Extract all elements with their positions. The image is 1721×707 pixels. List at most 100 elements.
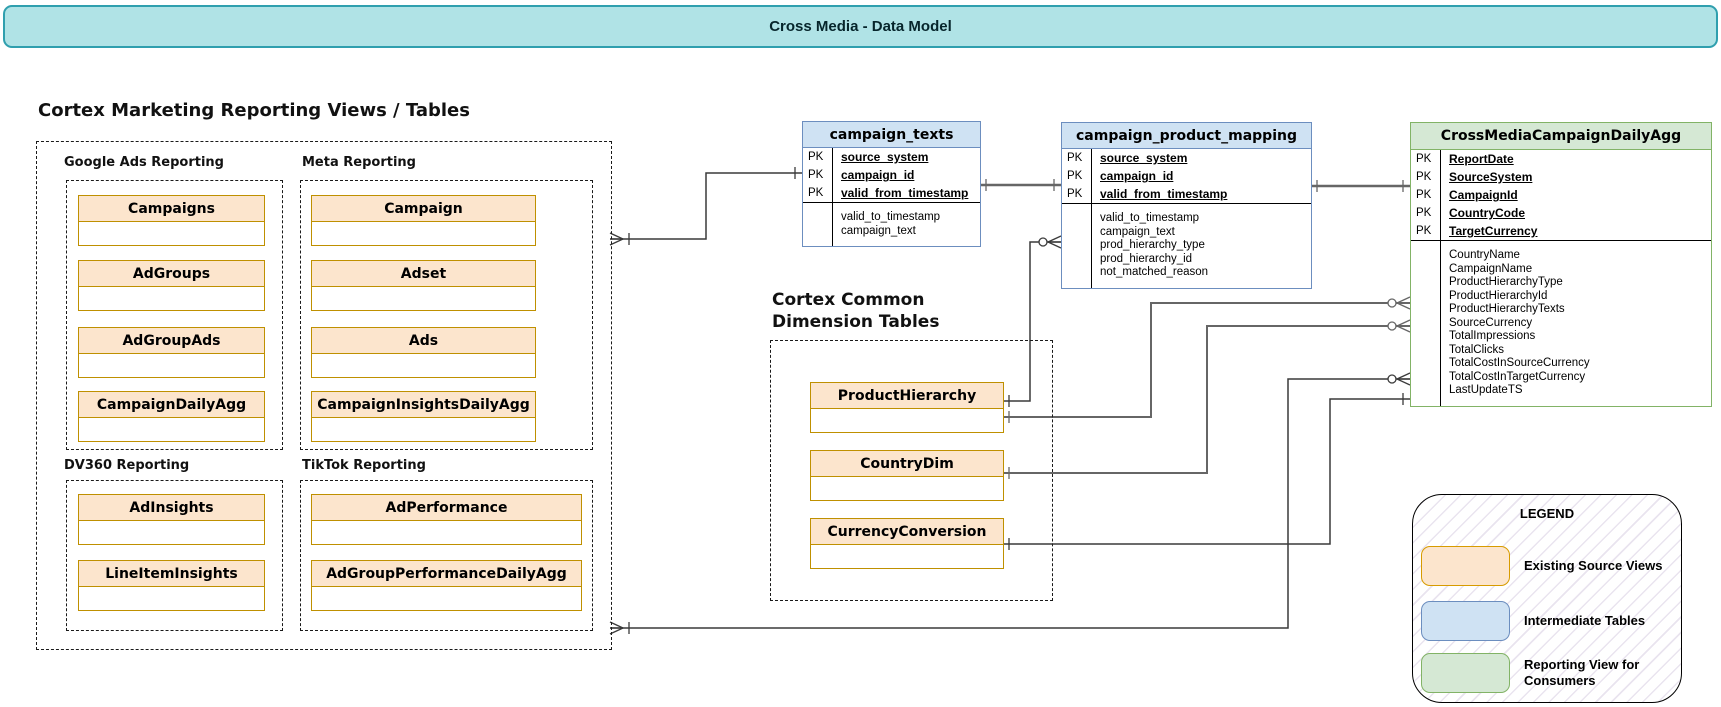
pk-label: PK — [808, 187, 824, 199]
entity-adgroups-body — [79, 287, 264, 310]
dv360-reporting-container — [66, 480, 283, 631]
pk-label: PK — [808, 169, 824, 181]
dimension-section-title: Cortex Common Dimension Tables — [772, 289, 939, 333]
field: LastUpdateTS — [1449, 384, 1523, 396]
field: valid_to_timestamp — [841, 211, 941, 223]
field: TotalImpressions — [1449, 330, 1536, 342]
table-campaign-product-mapping-fields-section: valid_to_timestamp campaign_text prod_hi… — [1062, 203, 1311, 288]
pk-label: PK — [1416, 207, 1432, 219]
legend-title: LEGEND — [1519, 506, 1575, 521]
legend-swatch-existing-source-views — [1421, 546, 1510, 586]
pk-field: SourceSystem — [1449, 170, 1533, 184]
entity-campaigndailyagg: CampaignDailyAgg — [78, 391, 265, 442]
table-campaign-product-mapping-pk-section: PK PK PK source_system campaign_id valid… — [1062, 149, 1311, 203]
google-ads-reporting-container — [66, 180, 283, 450]
meta-reporting-label: Meta Reporting — [302, 155, 416, 170]
pk-label: PK — [1416, 153, 1432, 165]
entity-producthierarchy-body — [811, 409, 1003, 432]
google-ads-reporting-label: Google Ads Reporting — [64, 155, 224, 170]
entity-campaigns-body — [79, 222, 264, 245]
entity-campaigndailyagg-header: CampaignDailyAgg — [79, 392, 264, 418]
field: TotalCostInTargetCurrency — [1449, 370, 1586, 383]
entity-campaigndailyagg-body — [79, 418, 264, 441]
entity-adinsights-header: AdInsights — [79, 495, 264, 521]
entity-adset-header: Adset — [312, 261, 535, 287]
entity-adgroupperformancedailyagg: AdGroupPerformanceDailyAgg — [311, 560, 582, 611]
pk-field: source_system — [841, 150, 929, 164]
pk-field: source_system — [1100, 151, 1188, 165]
pk-field: valid_from_timestamp — [1100, 187, 1228, 201]
field: prod_hierarchy_type — [1100, 239, 1205, 251]
dv360-reporting-label: DV360 Reporting — [64, 458, 190, 473]
pk-label: PK — [1416, 189, 1432, 201]
entity-adset-body — [312, 287, 535, 310]
pk-field: ReportDate — [1449, 152, 1514, 166]
table-campaign-product-mapping: campaign_product_mapping PK PK PK source… — [1061, 122, 1312, 289]
table-crossmediacampaigndailyagg: CrossMediaCampaignDailyAgg PK PK PK PK P… — [1410, 122, 1712, 407]
pk-field: CountryCode — [1449, 206, 1525, 220]
table-campaign-texts: campaign_texts PK PK PK source_system ca… — [802, 121, 981, 247]
pk-field: CampaignId — [1449, 188, 1518, 202]
field: valid_to_timestamp — [1100, 212, 1200, 224]
field: campaign_text — [841, 224, 916, 237]
pk-label: PK — [1067, 170, 1083, 182]
pk-field: campaign_id — [1100, 169, 1174, 183]
table-campaign-texts-title: campaign_texts — [803, 122, 980, 148]
field: ProductHierarchyId — [1449, 289, 1548, 302]
legend-swatch-intermediate-tables — [1421, 601, 1510, 641]
entity-adgroupads-body — [79, 354, 264, 377]
table-crossmediacampaigndailyagg-pk-section: PK PK PK PK PK ReportDate SourceSystem C… — [1411, 150, 1711, 240]
entity-adperformance: AdPerformance — [311, 494, 582, 545]
diagram-title: Cross Media - Data Model — [769, 18, 952, 35]
entity-producthierarchy: ProductHierarchy — [810, 382, 1004, 433]
dimension-title-line1: Cortex Common — [772, 290, 925, 310]
legend-label-reporting-view: Reporting View for Consumers — [1524, 657, 1640, 688]
entity-producthierarchy-header: ProductHierarchy — [811, 383, 1003, 409]
tiktok-reporting-container — [300, 480, 593, 631]
legend: LEGEND Existing Source Views Intermediat… — [1412, 494, 1682, 703]
entity-currencyconversion: CurrencyConversion — [810, 518, 1004, 569]
entity-adperformance-header: AdPerformance — [312, 495, 581, 521]
entity-countrydim: CountryDim — [810, 450, 1004, 501]
entity-countrydim-body — [811, 477, 1003, 500]
entity-currencyconversion-body — [811, 545, 1003, 568]
entity-lineiteminsights: LineItemInsights — [78, 560, 265, 611]
entity-adset: Adset — [311, 260, 536, 311]
field: TotalClicks — [1449, 343, 1504, 356]
field: CountryName — [1449, 249, 1520, 261]
entity-adperformance-body — [312, 521, 581, 544]
entity-adgroups: AdGroups — [78, 260, 265, 311]
entity-ads-body — [312, 354, 535, 377]
entity-lineiteminsights-body — [79, 587, 264, 610]
entity-adgroupads: AdGroupAds — [78, 327, 265, 378]
dimension-title-line2: Dimension Tables — [772, 312, 940, 332]
entity-campaigns: Campaigns — [78, 195, 265, 246]
entity-countrydim-header: CountryDim — [811, 451, 1003, 477]
field: TotalCostInSourceCurrency — [1449, 357, 1590, 369]
entity-adgroups-header: AdGroups — [79, 261, 264, 287]
diagram-title-banner: Cross Media - Data Model — [3, 5, 1718, 48]
pk-label: PK — [1067, 152, 1083, 164]
entity-lineiteminsights-header: LineItemInsights — [79, 561, 264, 587]
tiktok-reporting-label: TikTok Reporting — [302, 458, 426, 473]
pk-field: valid_from_timestamp — [841, 186, 969, 200]
field: SourceCurrency — [1449, 316, 1533, 329]
dimension-section-container — [770, 340, 1053, 601]
entity-campaigns-header: Campaigns — [79, 196, 264, 222]
table-campaign-texts-fields-section: valid_to_timestamp campaign_text — [803, 202, 980, 246]
entity-campaign-header: Campaign — [312, 196, 535, 222]
field: campaign_text — [1100, 225, 1175, 238]
entity-ads-header: Ads — [312, 328, 535, 354]
field: ProductHierarchyTexts — [1449, 303, 1565, 315]
entity-adgroupperformancedailyagg-header: AdGroupPerformanceDailyAgg — [312, 561, 581, 587]
legend-label-existing-source-views: Existing Source Views — [1524, 558, 1663, 573]
table-crossmediacampaigndailyagg-fields-section: CountryName CampaignName ProductHierarch… — [1411, 240, 1711, 406]
table-crossmediacampaigndailyagg-title: CrossMediaCampaignDailyAgg — [1411, 123, 1711, 150]
marketing-section-title: Cortex Marketing Reporting Views / Table… — [38, 100, 470, 121]
entity-campaigninsightsdailyagg-body — [312, 418, 535, 441]
marketing-section-container — [36, 141, 612, 650]
entity-adinsights-body — [79, 521, 264, 544]
legend-swatch-reporting-view — [1421, 653, 1510, 693]
